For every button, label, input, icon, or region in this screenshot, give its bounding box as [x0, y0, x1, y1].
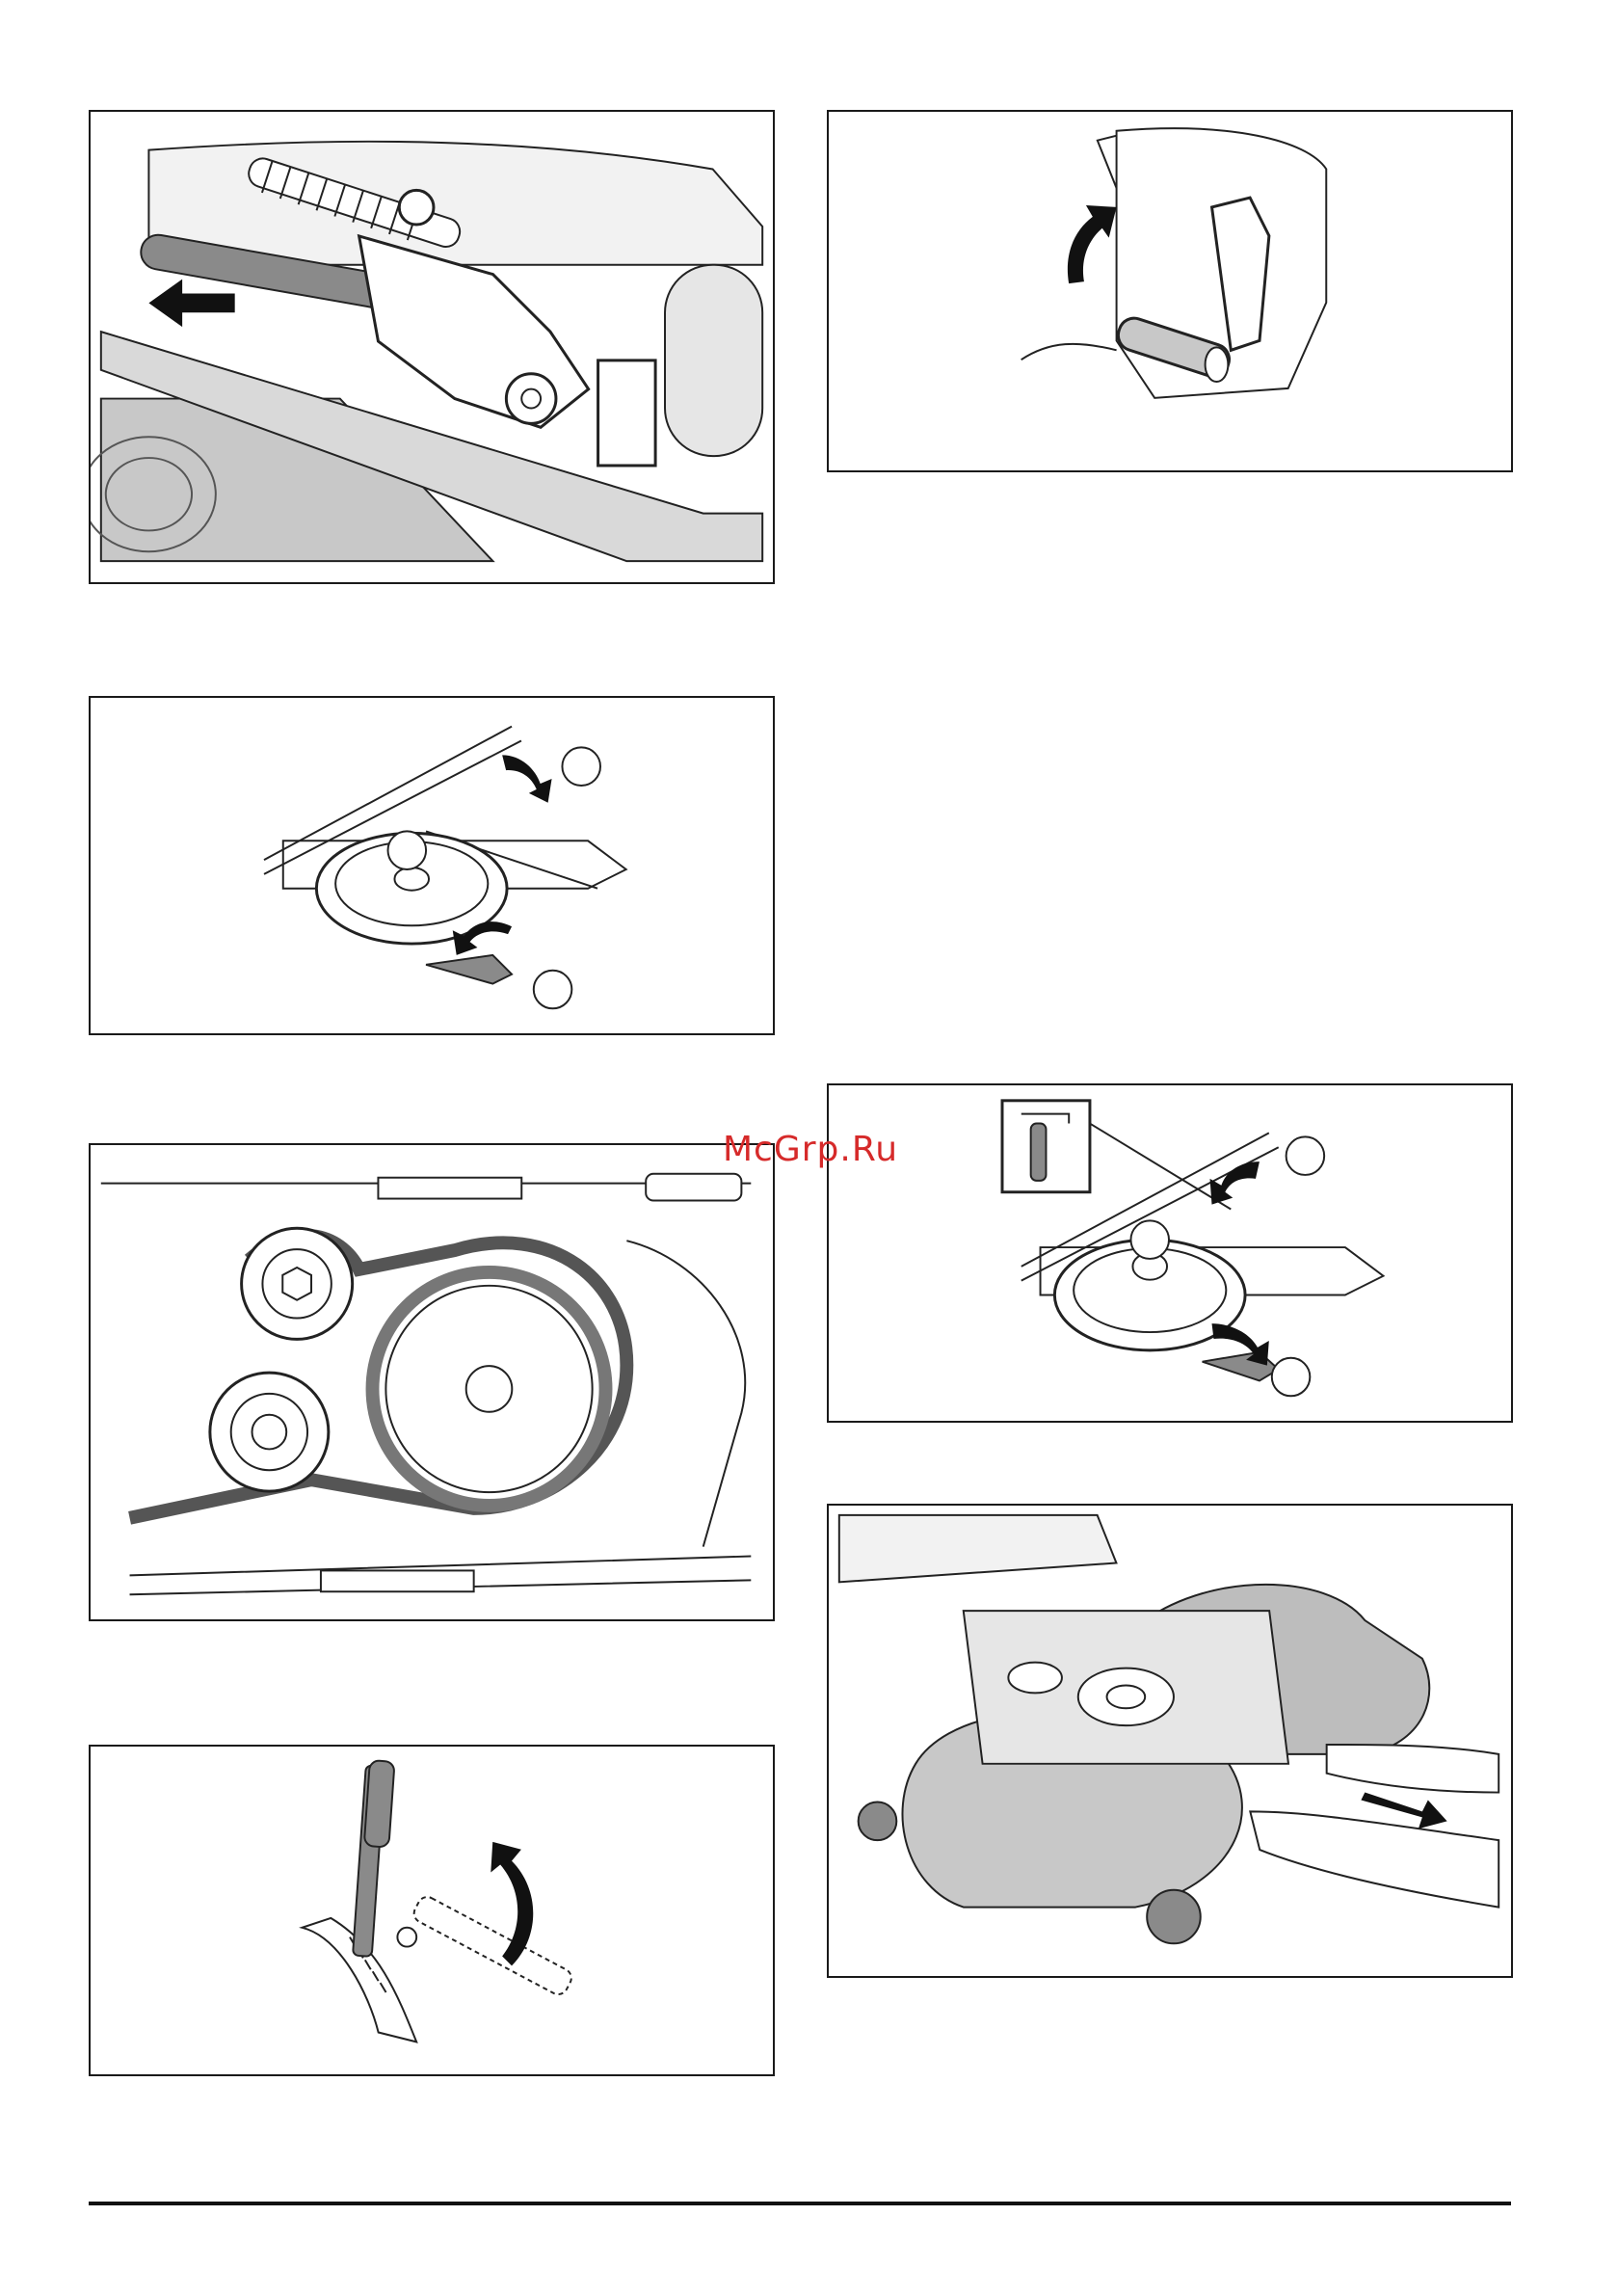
callout-circle-3 [1272, 1358, 1311, 1397]
belt-tension-remove-illustration [91, 698, 773, 1033]
belt-tension-install-illustration [829, 1085, 1511, 1421]
callout-circle-1 [562, 747, 600, 786]
figure-belt-tension-remove [89, 696, 775, 1035]
callout-circle-3 [534, 971, 572, 1009]
callout-circle-1 [1286, 1136, 1325, 1175]
figure-lever-raise [827, 110, 1513, 472]
lever-raise-illustration [829, 112, 1511, 470]
height-lever-illustration [91, 1747, 773, 2074]
callout-circle-2 [1130, 1220, 1169, 1259]
figure-belt-routing [89, 1143, 775, 1621]
callout-circle-2 [388, 831, 427, 869]
deck-pull-out-illustration [829, 1506, 1511, 1976]
figure-deck-pull-out [827, 1504, 1513, 1978]
figure-belt-tension-install [827, 1083, 1513, 1423]
footer-rule [89, 2202, 1511, 2205]
belt-routing-illustration [91, 1145, 773, 1619]
release-rod-illustration [91, 112, 773, 582]
watermark: McGrp.Ru [723, 1130, 898, 1169]
figure-height-lever [89, 1745, 775, 2076]
figure-release-rod [89, 110, 775, 584]
